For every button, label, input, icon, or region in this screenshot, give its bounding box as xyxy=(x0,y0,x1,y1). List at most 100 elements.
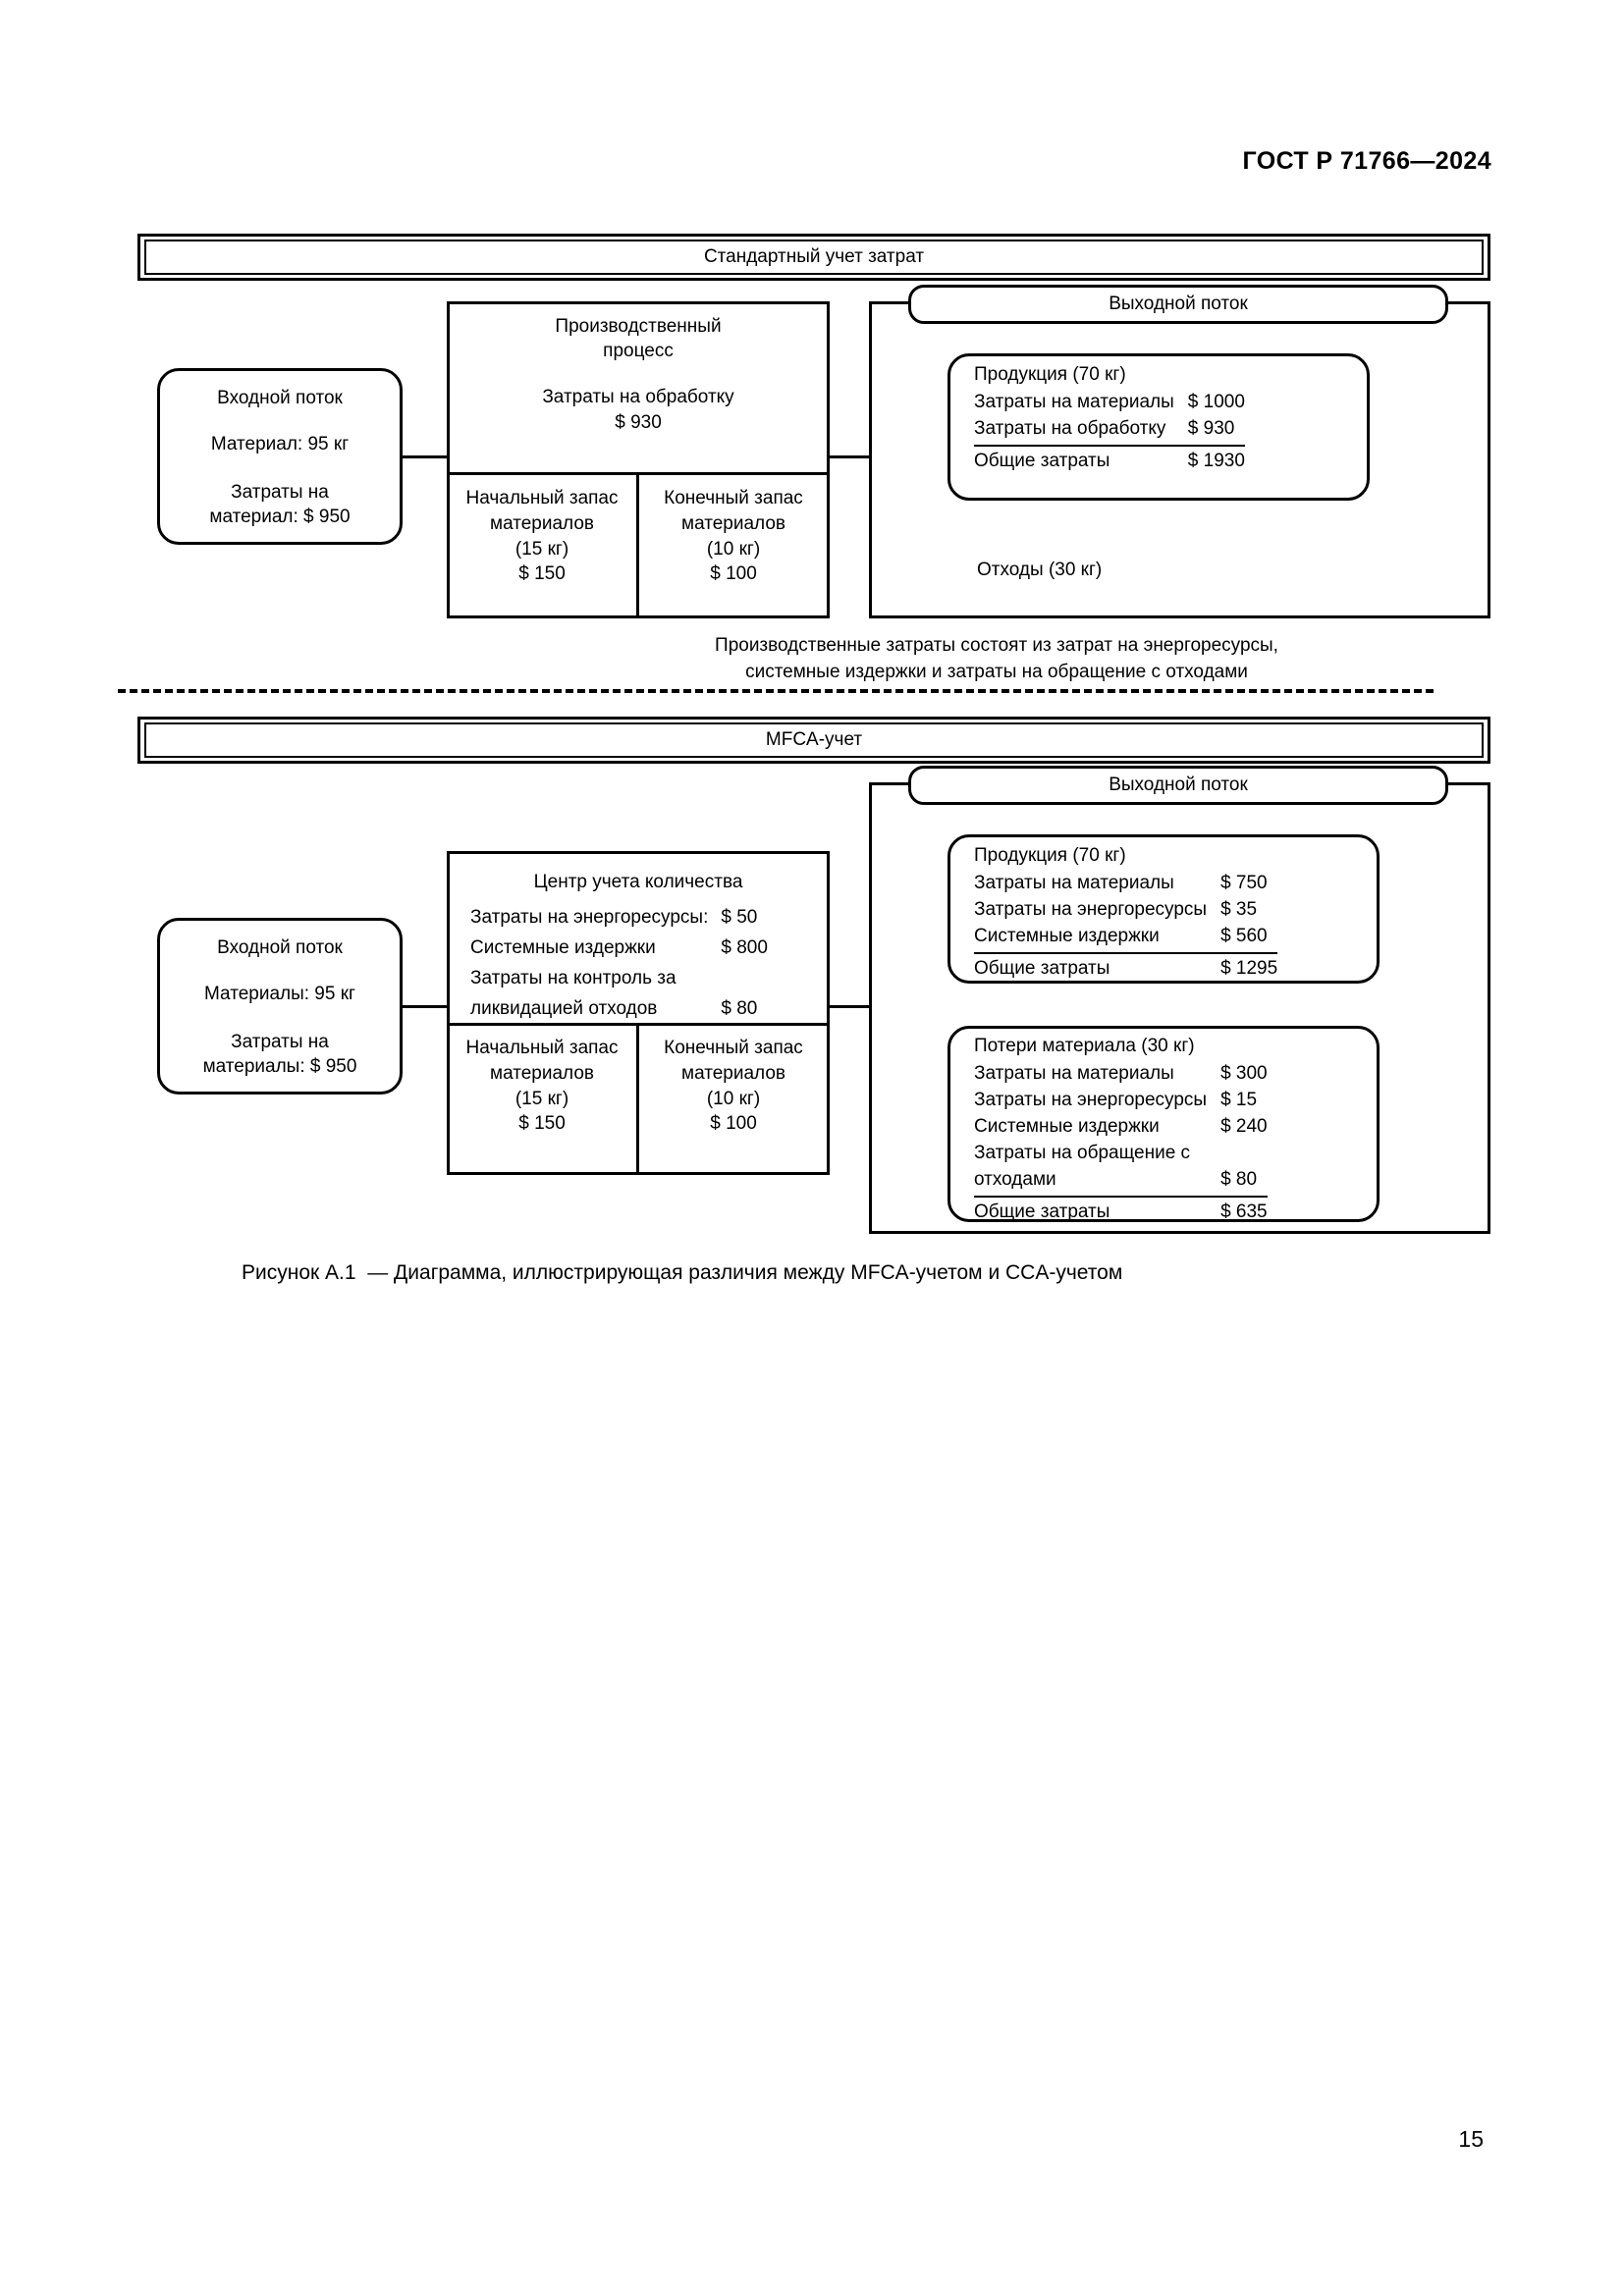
mfca-center-title: Центр учета количества xyxy=(533,872,743,892)
cost-row-label: Системные издержки xyxy=(470,936,656,958)
standard-inventory-begin-line4: $ 150 xyxy=(518,563,566,585)
cost-row-amount: $ 50 xyxy=(721,907,758,928)
cost-row-label: отходами xyxy=(974,1166,1208,1198)
cost-row: Общие затраты $ 635 xyxy=(974,1197,1268,1226)
cost-row: отходами$ 80 xyxy=(974,1166,1268,1198)
standard-output-label: Выходной поток xyxy=(908,285,1448,324)
mfca-input-cost-line2: материалы: $ 950 xyxy=(202,1056,357,1077)
cost-row-label: Затраты на материалы xyxy=(974,1063,1174,1084)
cost-row: Затраты на материалы $ 300 xyxy=(974,1061,1268,1088)
standard-inventory-begin-line1: Начальный запас xyxy=(465,488,619,508)
standard-inventory-end-line4: $ 100 xyxy=(710,563,757,585)
cost-row-amount xyxy=(711,965,769,993)
separator-note: Производственные затраты состоят из затр… xyxy=(715,635,1278,682)
standard-waste-text: Отходы (30 кг) xyxy=(977,560,1103,580)
cost-row-label: Затраты на контроль за xyxy=(470,967,677,988)
cost-row-amount: $ 300 xyxy=(1220,1063,1268,1084)
mfca-inventory-begin-line3: (15 кг) xyxy=(514,1088,569,1109)
standard-inventory-end-line3: (10 кг) xyxy=(706,538,761,560)
cost-row-amount: $ 80 xyxy=(1207,1166,1268,1198)
mfca-title-band xyxy=(137,717,1490,764)
cost-row-amount: $ 800 xyxy=(721,936,768,958)
cost-row-label: Затраты на обработку xyxy=(974,415,1174,447)
mfca-inventory-end-line1: Конечный запас xyxy=(664,1038,803,1058)
mfca-inventory-begin: Начальный запас материалов (15 кг) $ 150 xyxy=(450,1034,634,1137)
mfca-input-cost-line1: Затраты на xyxy=(231,1032,329,1052)
cost-row: Затраты на энергоресурсы$ 35 xyxy=(974,897,1277,924)
standard-process-box xyxy=(447,301,830,618)
standard-inventory-end-line1: Конечный запас xyxy=(664,488,803,508)
standard-inventory-end: Конечный запас материалов (10 кг) $ 100 xyxy=(640,484,827,587)
cost-row-label: Затраты на энергоресурсы xyxy=(974,1089,1208,1110)
cost-row: Системные издержки$ 560 xyxy=(974,923,1278,954)
mfca-inventory-end-line2: материалов xyxy=(681,1062,785,1084)
standard-process-title-line2: процесс xyxy=(603,341,674,361)
standard-input-arrow-line xyxy=(403,455,454,458)
standard-inventory-begin-line2: материалов xyxy=(490,512,594,534)
cost-row: Затраты на материалы $ 750 xyxy=(974,871,1277,897)
standard-title-band-inner: Стандартный учет затрат xyxy=(144,240,1484,275)
cost-row-amount: $ 635 xyxy=(1220,1201,1268,1222)
cost-row-label: Общие затраты xyxy=(974,1201,1110,1222)
cost-row: Затраты на обращение с xyxy=(974,1141,1268,1167)
document-header-standard-number: ГОСТ Р 71766—2024 xyxy=(1242,147,1491,175)
mfca-input-label: Входной поток xyxy=(217,937,343,958)
standard-output-label-text: Выходной поток xyxy=(1109,294,1248,314)
standard-title-band xyxy=(137,234,1490,281)
cost-row: Затраты на контроль за xyxy=(469,965,769,993)
mfca-inventory-divider xyxy=(636,1023,639,1175)
mfca-title-text: MFCA-учет xyxy=(765,729,863,750)
standard-process-title-line1: Производственный xyxy=(555,316,722,337)
cost-row-label: Общие затраты xyxy=(974,957,1110,979)
mfca-inventory-begin-line1: Начальный запас xyxy=(465,1038,619,1058)
standard-inventory-begin: Начальный запас материалов (15 кг) $ 150 xyxy=(450,484,634,587)
cost-row-label: Затраты на материалы xyxy=(974,873,1174,893)
standard-inventory-end-line2: материалов xyxy=(681,512,785,534)
cost-row-label: Затраты на материалы xyxy=(974,392,1174,412)
standard-input-cost-line2: материал: $ 950 xyxy=(209,507,351,527)
mfca-inventory-begin-line2: материалов xyxy=(490,1062,594,1084)
diagram-separator-dashed-line xyxy=(118,689,1434,693)
cost-row-amount: $ 15 xyxy=(1220,1089,1258,1110)
mfca-inventory-end-line4: $ 100 xyxy=(710,1113,757,1135)
cost-row: Затраты на материалы$ 1000 xyxy=(974,390,1245,416)
mfca-inventory-end: Конечный запас материалов (10 кг) $ 100 xyxy=(640,1034,827,1137)
cost-row-amount: $ 1295 xyxy=(1220,957,1278,979)
mfca-input-material: Материалы: 95 кг xyxy=(204,984,355,1004)
standard-product-title: Продукция (70 кг) xyxy=(974,364,1126,385)
cost-row: ликвидацией отходов$ 80 xyxy=(469,995,769,1024)
cost-row-label: Затраты на обращение с xyxy=(974,1142,1191,1163)
cost-row-amount xyxy=(1207,1141,1268,1167)
cost-row-amount: $ 750 xyxy=(1220,873,1268,893)
cost-row: Затраты на энергоресурсы $ 15 xyxy=(974,1088,1268,1114)
mfca-output-label-text: Выходной поток xyxy=(1109,774,1248,795)
cost-row: Затраты на энергоресурсы: $ 50 xyxy=(469,904,769,933)
standard-input-box xyxy=(157,368,403,545)
mfca-product-title: Продукция (70 кг) xyxy=(974,845,1126,866)
cost-row: Системные издержки$ 240 xyxy=(974,1114,1268,1141)
cost-row-label: Затраты на энергоресурсы xyxy=(974,898,1208,920)
mfca-inventory-begin-line4: $ 150 xyxy=(518,1113,566,1135)
mfca-title-band-inner: MFCA-учет xyxy=(144,722,1484,758)
cost-row-label: Системные издержки xyxy=(974,1115,1160,1137)
mfca-input-arrow-line xyxy=(403,1005,454,1008)
standard-title-text: Стандартный учет затрат xyxy=(703,246,925,267)
cost-row: Общие затраты$ 1930 xyxy=(974,446,1245,475)
mfca-center-to-output-line xyxy=(830,1005,893,1008)
standard-process-cost-value: $ 930 xyxy=(615,412,662,433)
cost-row-label: Затраты на энергоресурсы: xyxy=(470,907,709,928)
standard-process-to-output-line xyxy=(830,455,893,458)
mfca-center-cost-table: Затраты на энергоресурсы: $ 50 Системные и… xyxy=(467,902,771,1026)
page-number: 15 xyxy=(1458,2126,1484,2152)
cost-row: Системные издержки $ 800 xyxy=(469,934,769,963)
mfca-inventory-end-line3: (10 кг) xyxy=(706,1088,761,1109)
cost-row-label: Общие затраты xyxy=(974,450,1110,471)
standard-process-cost-label: Затраты на обработку xyxy=(542,387,734,407)
cost-row: Затраты на обработку$ 930 xyxy=(974,415,1245,447)
figure-caption: Рисунок А.1 — Диаграмма, иллюстрирующая … xyxy=(242,1261,1123,1284)
